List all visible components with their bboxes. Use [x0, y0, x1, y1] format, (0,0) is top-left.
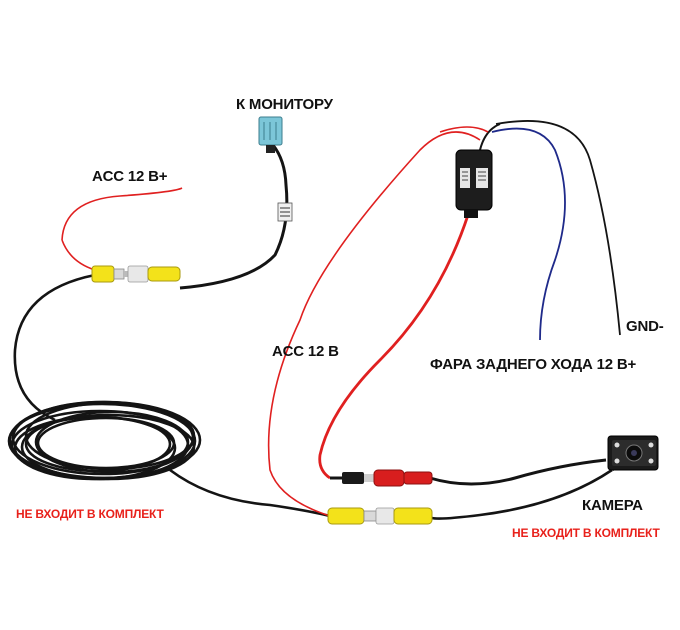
gnd-black-wire [495, 120, 621, 336]
rca-red-power-icon [330, 469, 433, 487]
acc-mid-red-wire [267, 131, 481, 517]
label-acc-top: ACC 12 В+ [92, 168, 168, 185]
reverse-light-blue-wire [491, 127, 566, 341]
relay-red-wire [318, 214, 470, 480]
cable-coil-icon [7, 400, 202, 481]
label-gnd: GND- [626, 318, 664, 335]
label-not-included-right: НЕ ВХОДИТ В КОМПЛЕКТ [512, 526, 660, 540]
label-not-included-left: НЕ ВХОДИТ В КОМПЛЕКТ [16, 507, 164, 521]
camera-video-cable [431, 468, 613, 520]
acc-top-red-wire-drop [61, 239, 96, 271]
acc-top-red-wire [61, 187, 183, 241]
rca-yellow-lower-icon [327, 507, 433, 525]
rca-yellow-upper-icon [91, 265, 181, 283]
camera-cable [429, 458, 607, 486]
label-acc-mid: ACC 12 В [272, 343, 339, 360]
label-to-monitor: К МОНИТОРУ [236, 96, 333, 113]
video-extension-cable [13, 273, 96, 422]
label-reverse-light: ФАРА ЗАДНЕГО ХОДА 12 В+ [430, 356, 637, 373]
coil-exit-cable [169, 468, 331, 518]
label-camera: КАМЕРА [582, 497, 643, 514]
monitor-connector-icon [258, 116, 283, 153]
monitor-cable [179, 144, 289, 290]
relay-box-icon [455, 149, 493, 218]
relay-red-stub [439, 126, 489, 133]
relay-top-cable [479, 123, 501, 151]
camera-icon [607, 435, 659, 472]
